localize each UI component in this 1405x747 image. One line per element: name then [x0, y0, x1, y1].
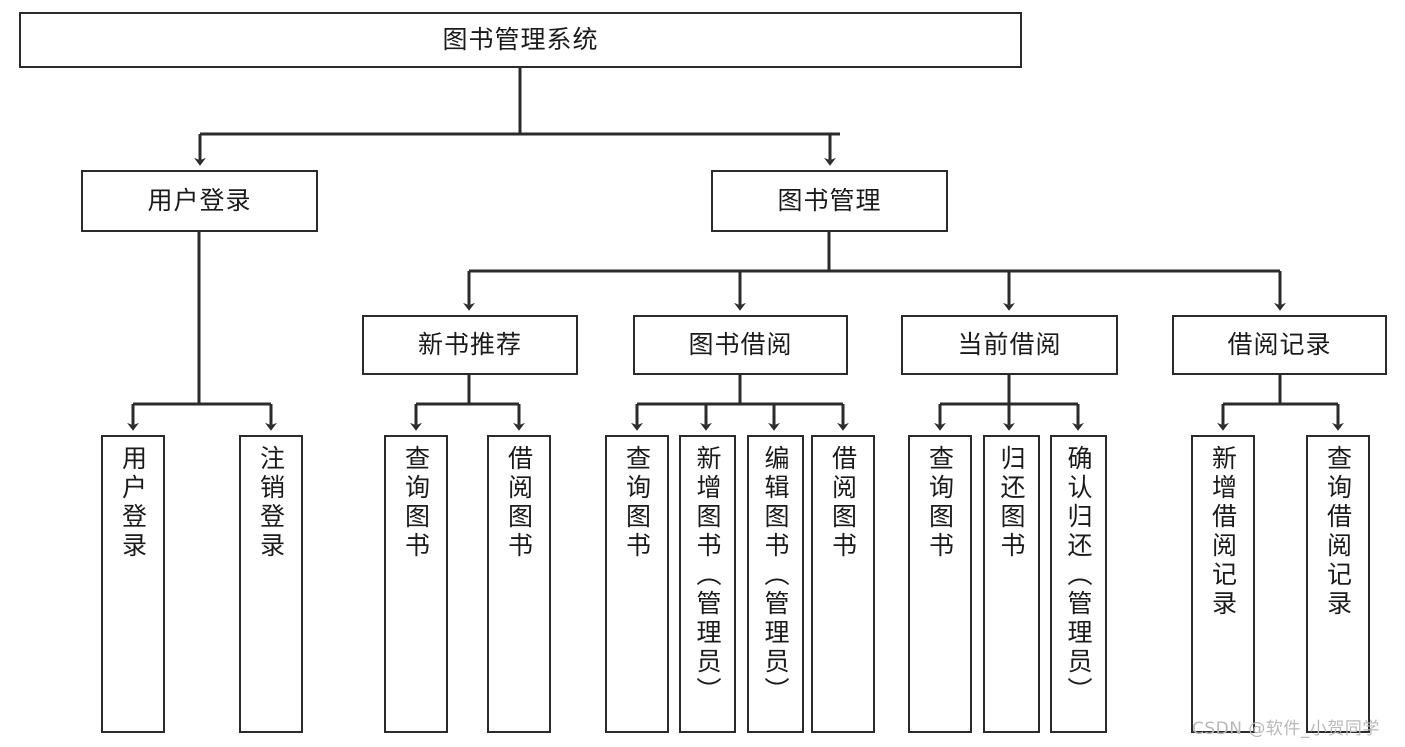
node-label: 用户登录	[147, 185, 252, 215]
node-label: 借阅记录	[1227, 329, 1332, 359]
node-leaf-add-book-admin[interactable]: 新增图书（管理员）	[679, 435, 736, 733]
node-label: 图书借阅	[688, 329, 793, 359]
node-current-borrow[interactable]: 当前借阅	[901, 315, 1118, 375]
node-leaf-query-book-borrow[interactable]: 查询图书	[605, 435, 669, 733]
node-user-login[interactable]: 用户登录	[81, 170, 318, 232]
node-label: 借阅图书	[828, 445, 858, 561]
node-leaf-query-borrow-record[interactable]: 查询借阅记录	[1306, 435, 1370, 733]
node-borrow-records[interactable]: 借阅记录	[1172, 315, 1387, 375]
node-leaf-return-book[interactable]: 归还图书	[983, 435, 1040, 733]
node-leaf-user-login[interactable]: 用户登录	[101, 435, 165, 733]
csdn-watermark: CSDN @软件_小贺同学	[1192, 719, 1380, 739]
node-label: 查询图书	[925, 445, 955, 561]
node-leaf-logout[interactable]: 注销登录	[239, 435, 303, 733]
node-label: 归还图书	[997, 445, 1026, 561]
node-leaf-lend-book[interactable]: 借阅图书	[811, 435, 875, 733]
node-label: 查询借阅记录	[1323, 445, 1353, 619]
node-label: 图书管理系统	[442, 24, 599, 54]
node-label: 借阅图书	[504, 445, 534, 561]
node-label: 新增借阅记录	[1208, 445, 1238, 619]
node-book-borrow[interactable]: 图书借阅	[633, 315, 848, 375]
node-leaf-confirm-return-admin[interactable]: 确认归还（管理员）	[1050, 435, 1107, 733]
node-leaf-borrow-book-rec[interactable]: 借阅图书	[487, 435, 551, 733]
node-label: 编辑图书（管理员）	[761, 445, 790, 706]
node-book-management[interactable]: 图书管理	[711, 170, 948, 232]
node-leaf-edit-book-admin[interactable]: 编辑图书（管理员）	[747, 435, 804, 733]
node-leaf-add-borrow-record[interactable]: 新增借阅记录	[1191, 435, 1255, 733]
node-new-book-recommend[interactable]: 新书推荐	[362, 315, 578, 375]
node-label: 确认归还（管理员）	[1064, 445, 1093, 706]
node-label: 查询图书	[401, 445, 431, 561]
node-label: 新增图书（管理员）	[693, 445, 722, 706]
node-leaf-query-book-current[interactable]: 查询图书	[908, 435, 972, 733]
node-label: 查询图书	[622, 445, 652, 561]
node-label: 新书推荐	[417, 329, 522, 359]
node-label: 当前借阅	[957, 329, 1062, 359]
node-label: 图书管理	[777, 185, 882, 215]
node-root-system[interactable]: 图书管理系统	[19, 12, 1022, 68]
node-label: 注销登录	[256, 445, 286, 561]
node-leaf-query-book-rec[interactable]: 查询图书	[384, 435, 448, 733]
node-label: 用户登录	[118, 445, 148, 561]
